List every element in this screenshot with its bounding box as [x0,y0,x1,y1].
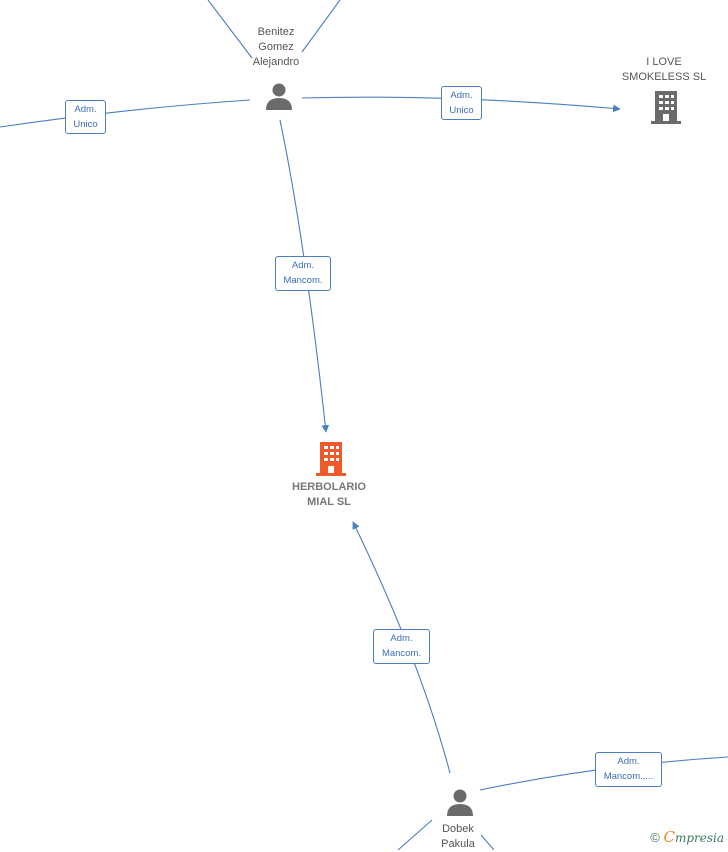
edge-dobek-bottom-right [480,834,495,850]
building-icon[interactable] [650,90,682,124]
edge-label-adm-unico-left[interactable]: Adm. Unico [65,100,106,134]
edge-label-adm-unico-ilove[interactable]: Adm. Unico [441,86,482,120]
person-label-dobek[interactable]: Dobek Pakula [423,822,493,852]
label-line: Alejandro [252,56,300,68]
main-building-icon[interactable] [315,441,347,476]
edge-label-line: Adm. [450,90,473,101]
edge-label-line: Adm. [390,633,413,644]
brand-logo-text: mpresia [674,831,724,845]
label-line: Benitez [257,26,295,38]
label-line: SMOKELESS SL [621,71,707,83]
copyright-symbol: © [650,830,660,845]
brand-logo-letter: C [663,828,675,846]
edge-label-line: Unico [73,119,98,130]
person-label-benitez[interactable]: Benitez Gomez Alejandro [236,25,316,70]
edge-benitez-top-right [301,0,341,53]
edge-label-line: Adm. [617,756,640,767]
person-icon[interactable] [264,81,294,111]
edge-label-line: Adm. [291,260,315,271]
edge-benitez-top-left [207,0,253,59]
brand-watermark: © Cmpresia [650,828,724,846]
person-icon[interactable] [445,787,475,817]
company-label-ilove-smokeless[interactable]: I LOVE SMOKELESS SL [612,55,716,85]
label-line: Dobek [442,823,474,835]
edge-label-adm-mancom-right[interactable]: Adm. Mancom.,... [595,752,662,787]
edge-label-adm-mancom-benitez[interactable]: Adm. Mancom. [275,256,331,291]
edge-label-adm-mancom-dobek[interactable]: Adm. Mancom. [373,629,430,664]
edge-label-line: Mancom. [381,648,422,659]
label-line: Gomez [258,41,294,53]
label-line: Pakula [441,838,475,850]
edge-label-line: Unico [449,105,474,116]
label-line: I LOVE [646,56,682,68]
edge-benitez-left [0,99,251,128]
edge-label-line: Mancom. [283,275,323,286]
company-label-herbolario[interactable]: HERBOLARIO MIAL SL [274,480,384,510]
edge-label-line: Mancom.,... [603,771,654,782]
label-line: MIAL SL [307,496,351,508]
label-line: HERBOLARIO [292,481,366,493]
edge-dobek-bottom-left [397,819,433,850]
edge-label-line: Adm. [74,104,97,115]
